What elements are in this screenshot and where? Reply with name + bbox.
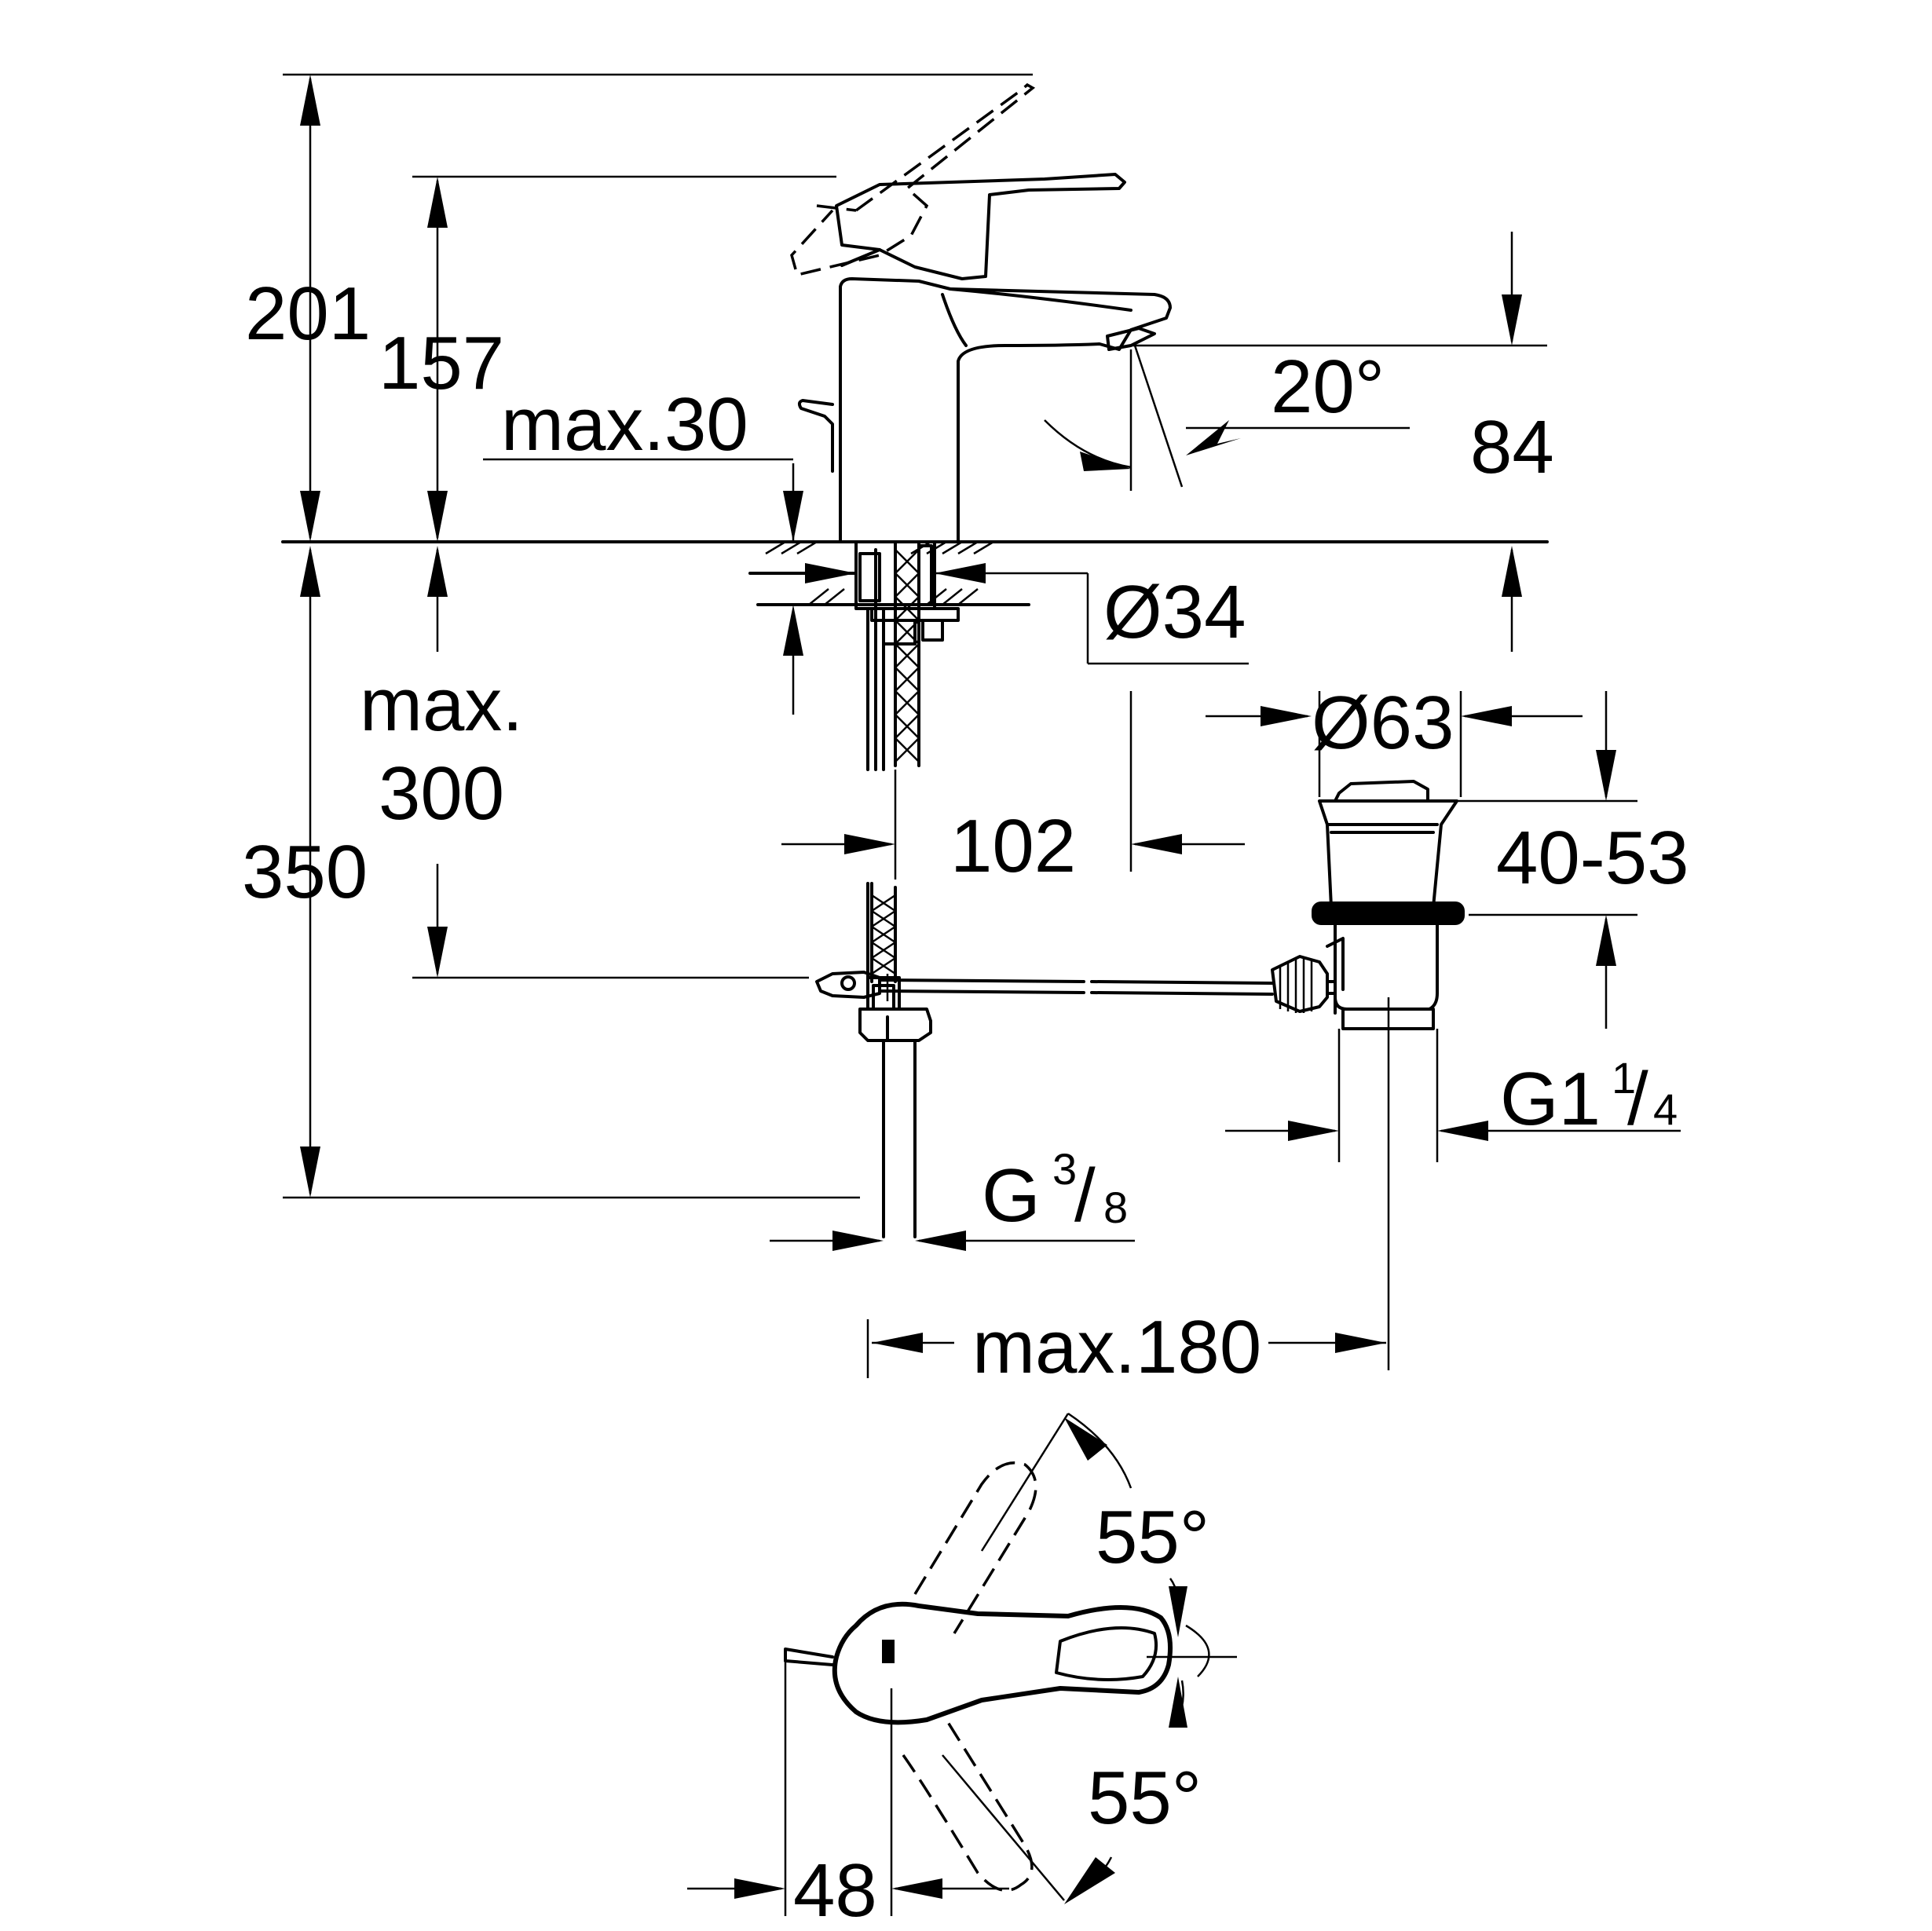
dim-lever-offset: 48: [793, 1849, 877, 1931]
dim-supply-thread-main: G: [982, 1154, 1041, 1238]
deck-line: [281, 540, 1549, 606]
dim-below-label: max.: [360, 663, 523, 747]
supply-hoses: [854, 540, 960, 1238]
dim-spout-height: 84: [1470, 405, 1554, 489]
dim-hole-diameter: Ø34: [1103, 570, 1246, 654]
dim-waste-thread-num: 1: [1612, 1053, 1636, 1103]
dim-supply-thread: G 3 / 8: [982, 1144, 1128, 1238]
dim-spout-angle: 20°: [1271, 345, 1385, 429]
dim-waste-diameter: Ø63: [1312, 681, 1454, 765]
dim-waste-range: 40-53: [1496, 816, 1689, 900]
dim-waste-thread-den: 4: [1653, 1084, 1678, 1134]
dimension-lines: [283, 73, 1681, 1916]
faucet-top-view: [784, 1461, 1237, 1892]
dim-spout-reach: 102: [950, 804, 1076, 888]
dim-below-value: 300: [379, 752, 504, 836]
dim-total-height: 201: [245, 272, 371, 356]
faucet-body-side: [790, 82, 1172, 543]
dim-swivel-angle-bottom: 55°: [1088, 1756, 1202, 1840]
svg-text:/: /: [1074, 1154, 1096, 1238]
dim-deck-thickness: max.30: [501, 382, 748, 466]
dim-total-below: 350: [242, 830, 368, 914]
dim-waste-thread-main: G1: [1500, 1057, 1601, 1141]
dim-lever-height: 157: [379, 321, 504, 405]
waste-drain: [1271, 780, 1465, 1030]
dimension-labels: 201 157 max.30 20° 84 Ø34 max. 300 350 1…: [242, 272, 1689, 1931]
dim-waste-thread: G1 1 / 4: [1500, 1053, 1678, 1141]
dim-supply-thread-num: 3: [1052, 1144, 1077, 1194]
popup-rod: [815, 882, 1274, 1001]
dim-max-width: max.180: [972, 1305, 1261, 1389]
svg-text:/: /: [1627, 1057, 1648, 1141]
dim-swivel-angle-top: 55°: [1096, 1495, 1209, 1579]
dim-supply-thread-den: 8: [1103, 1183, 1128, 1232]
